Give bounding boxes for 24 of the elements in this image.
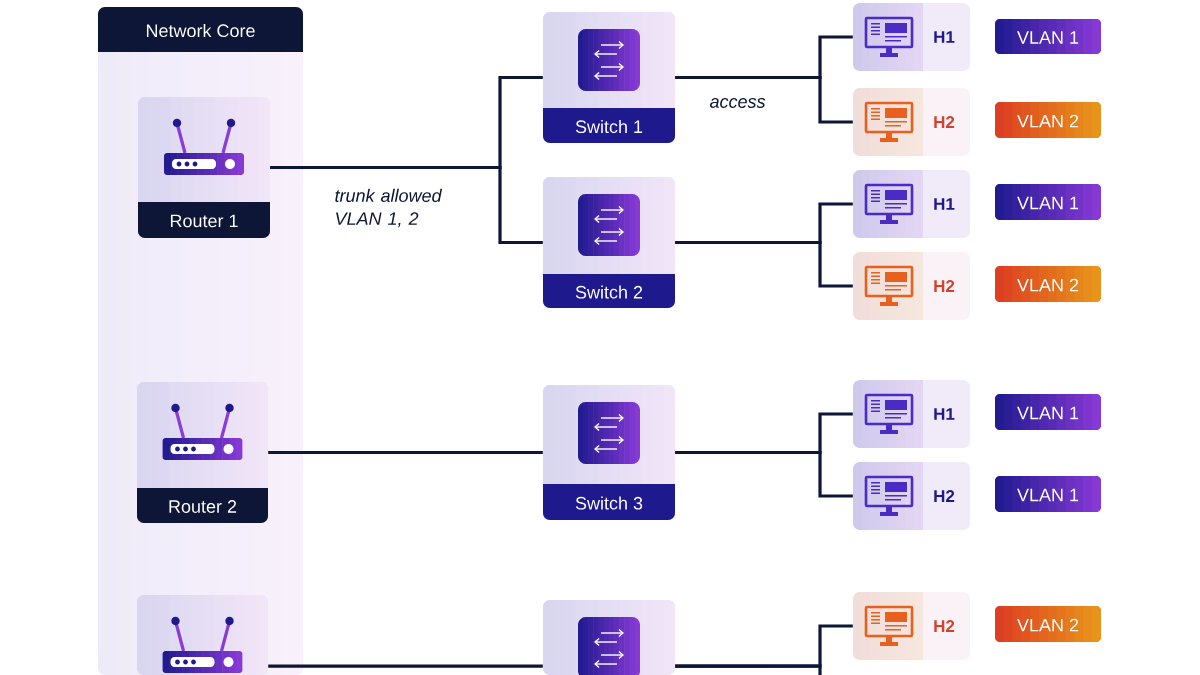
connector-line [675,664,822,675]
vlan-badge: VLAN 2 [995,266,1101,302]
vlan-badge: VLAN 2 [995,102,1101,138]
host-card: H2 [853,252,970,320]
connector-line [268,664,543,668]
host-card: H2 [853,592,970,660]
vlan-badge: VLAN 1 [995,394,1101,430]
host-card: H2 [853,88,970,156]
connector-line [268,450,543,455]
vlan-badge: VLAN 1 [995,184,1101,220]
edge-label: access [709,98,766,108]
host-card: H1 [853,380,970,448]
vlan-badge: VLAN 1 [995,476,1101,512]
host-card: H1 [853,3,970,71]
node-label: Network Core [146,23,255,38]
vlan-badge: VLAN 1 [995,19,1101,54]
vlan-badge: VLAN 2 [995,606,1101,642]
connector-line [270,165,543,245]
host-card: H1 [853,170,970,238]
connector-line [675,450,853,498]
connector-line [675,75,853,124]
edge-label: trunk allowed VLAN 1, 2 [335,188,443,228]
host-card: H2 [853,462,970,530]
connector-line [675,240,853,288]
